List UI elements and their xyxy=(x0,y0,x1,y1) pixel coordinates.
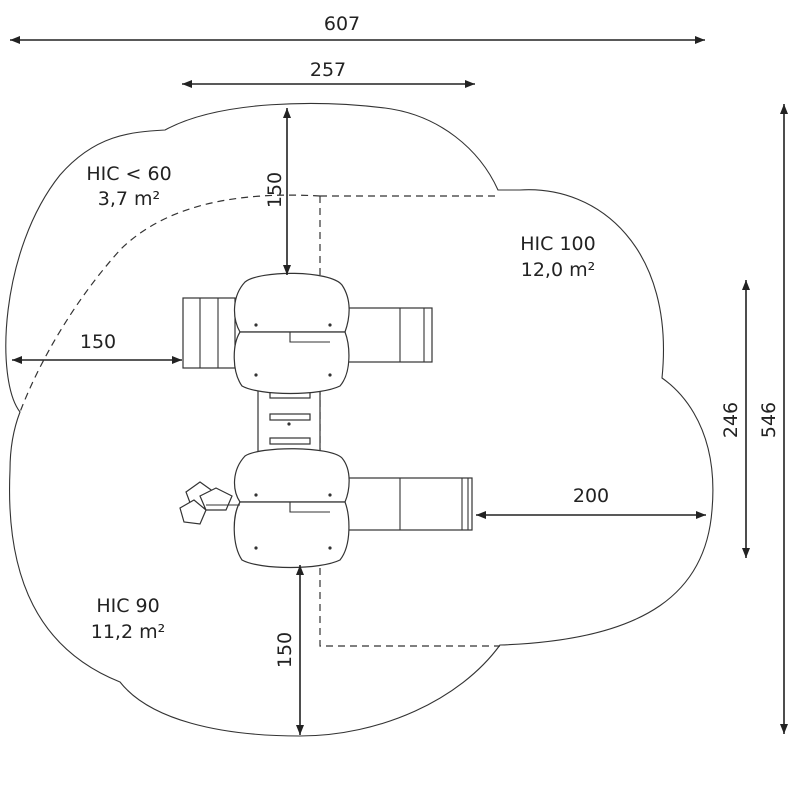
zone-hic100-title: HIC 100 xyxy=(520,233,595,255)
top-right-slide xyxy=(343,307,433,363)
dim-bottom-clearance: 150 xyxy=(274,632,296,668)
top-left-ramp xyxy=(182,297,236,369)
dim-right-clearance: 200 xyxy=(573,485,609,507)
play-structure xyxy=(179,272,473,569)
safety-area-outline xyxy=(5,102,714,737)
zone-hic100-area: 12,0 m² xyxy=(521,259,595,281)
dim-inner-height: 246 xyxy=(720,402,742,438)
zone-hic60-title: HIC < 60 xyxy=(86,163,171,185)
tower-platform-3 xyxy=(234,448,350,503)
hic60-boundary xyxy=(19,194,321,413)
dim-top-clearance: 150 xyxy=(264,172,286,208)
zone-hic90-title: HIC 90 xyxy=(96,595,159,617)
dim-overall-width: 607 xyxy=(324,13,360,35)
dim-overall-height: 546 xyxy=(758,402,780,438)
dim-left-clearance: 150 xyxy=(80,331,116,353)
zone-hic90-area: 11,2 m² xyxy=(91,621,165,643)
tower-platform-1 xyxy=(234,272,350,333)
tower-platform-4 xyxy=(233,501,350,569)
dim-structure-width: 257 xyxy=(310,59,346,81)
hic100-boundary xyxy=(319,195,500,647)
tower-platform-2 xyxy=(233,331,350,395)
zone-hic60-area: 3,7 m² xyxy=(98,188,160,210)
bottom-right-slide xyxy=(343,477,473,531)
